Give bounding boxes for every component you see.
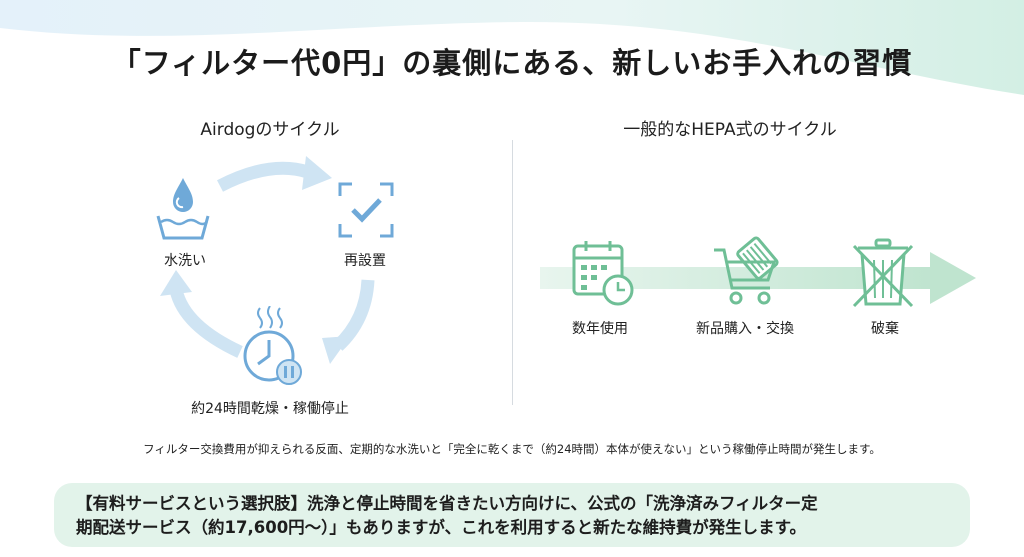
callout-line-2: 期配送サービス（約17,600円〜）」もありますが、これを利用すると新たな維持費… <box>76 518 806 537</box>
airdog-cycle-heading: Airdogのサイクル <box>200 120 340 140</box>
step-label-install: 再設置 <box>344 253 386 269</box>
calendar-clock-icon <box>572 241 634 306</box>
progress-band-arrow <box>540 252 976 304</box>
hepa-cycle-heading: 一般的なHEPA式のサイクル <box>623 120 837 140</box>
note-text: フィルター交換費用が抑えられる反面、定期的な水洗いと「完全に乾くまで（約24時間… <box>143 442 881 456</box>
paid-service-callout: 【有料サービスという選択肢】洗浄と停止時間を省きたい方向けに、公式の「洗浄済みフ… <box>54 483 970 547</box>
cycle-arrows <box>160 156 375 364</box>
step-label-discard: 破棄 <box>871 321 899 337</box>
step-label-drying: 約24時間乾燥・稼働停止 <box>191 401 349 417</box>
header-background-wave <box>0 0 1024 95</box>
check-install-icon <box>338 182 394 238</box>
step-label-use: 数年使用 <box>572 321 628 337</box>
step-label-wash: 水洗い <box>164 253 206 269</box>
crossed-trash-icon <box>852 238 914 308</box>
clock-drying-icon <box>243 306 302 385</box>
water-wash-icon <box>156 178 210 240</box>
shopping-cart-icon <box>714 236 779 305</box>
section-divider <box>512 140 513 405</box>
step-label-buy: 新品購入・交換 <box>696 321 794 337</box>
page-title: 「フィルター代0円」の裏側にある、新しいお手入れの習慣 <box>111 46 913 80</box>
callout-line-1: 【有料サービスという選択肢】洗浄と停止時間を省きたい方向けに、公式の「洗浄済みフ… <box>76 494 818 513</box>
